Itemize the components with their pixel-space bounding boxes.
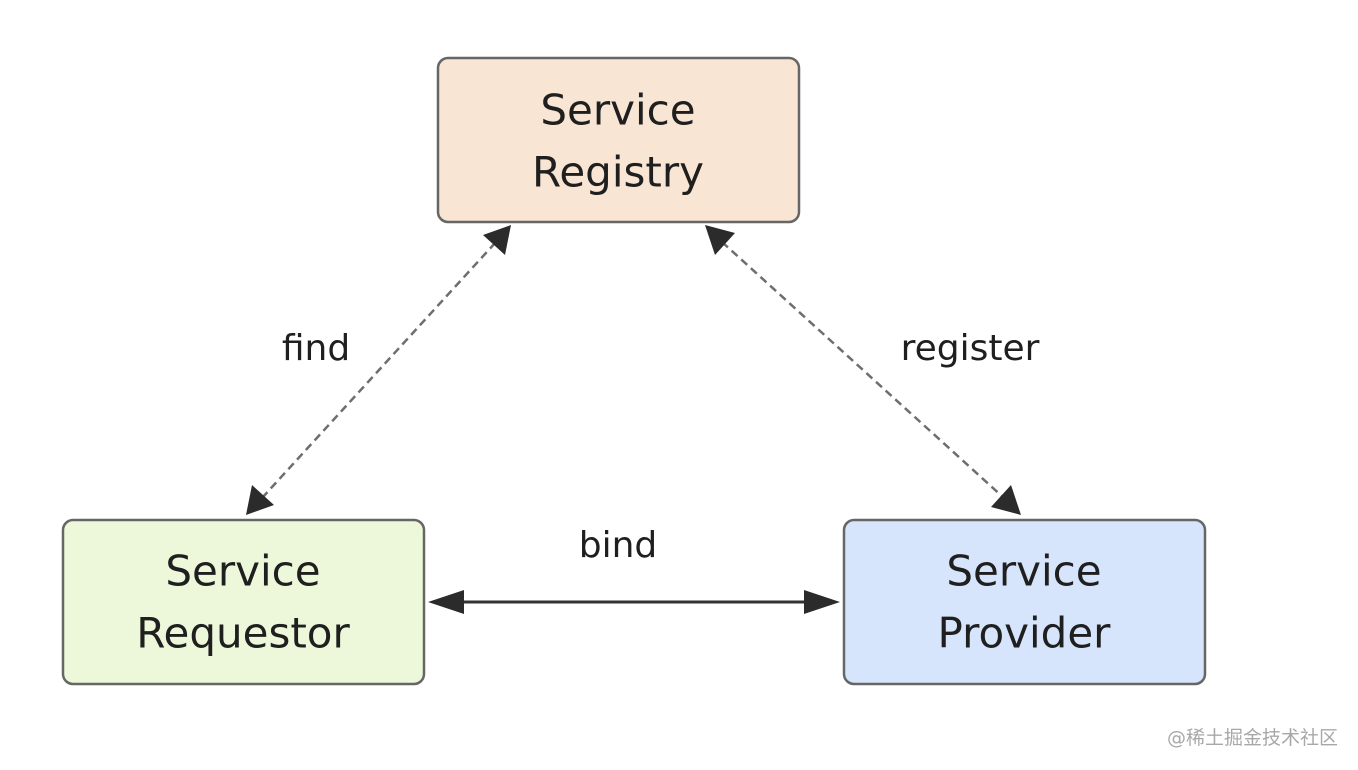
register-label: register [901,328,1040,369]
find-edge: find [246,225,511,515]
register-arrowhead-provider [991,485,1021,515]
find-edge-line [261,241,497,499]
find-arrowhead-registry [483,225,511,255]
bind-label: bind [579,525,658,566]
service-provider-box [842,518,1207,686]
bind-arrowhead-requestor [428,590,464,614]
service-registry-label-line2: Registry [532,148,704,197]
service-requestor-box [61,518,426,686]
service-provider-node: Service Provider [842,518,1207,686]
find-label: find [282,328,350,369]
bind-arrowhead-provider [804,590,840,614]
register-edge: register [705,225,1040,515]
service-requestor-label-line2: Requestor [136,609,350,658]
find-arrowhead-requestor [246,485,274,515]
register-arrowhead-registry [705,225,735,255]
service-provider-label-line1: Service [946,547,1101,596]
bind-edge: bind [428,525,840,614]
service-registry-node: Service Registry [436,56,801,224]
service-requestor-label-line1: Service [165,547,320,596]
service-registry-box [436,56,801,224]
service-registry-label-line1: Service [540,86,695,135]
service-provider-label-line2: Provider [938,609,1112,658]
register-edge-line [721,241,1005,499]
watermark-text: @稀土掘金技术社区 [1166,727,1338,749]
service-requestor-node: Service Requestor [61,518,426,686]
